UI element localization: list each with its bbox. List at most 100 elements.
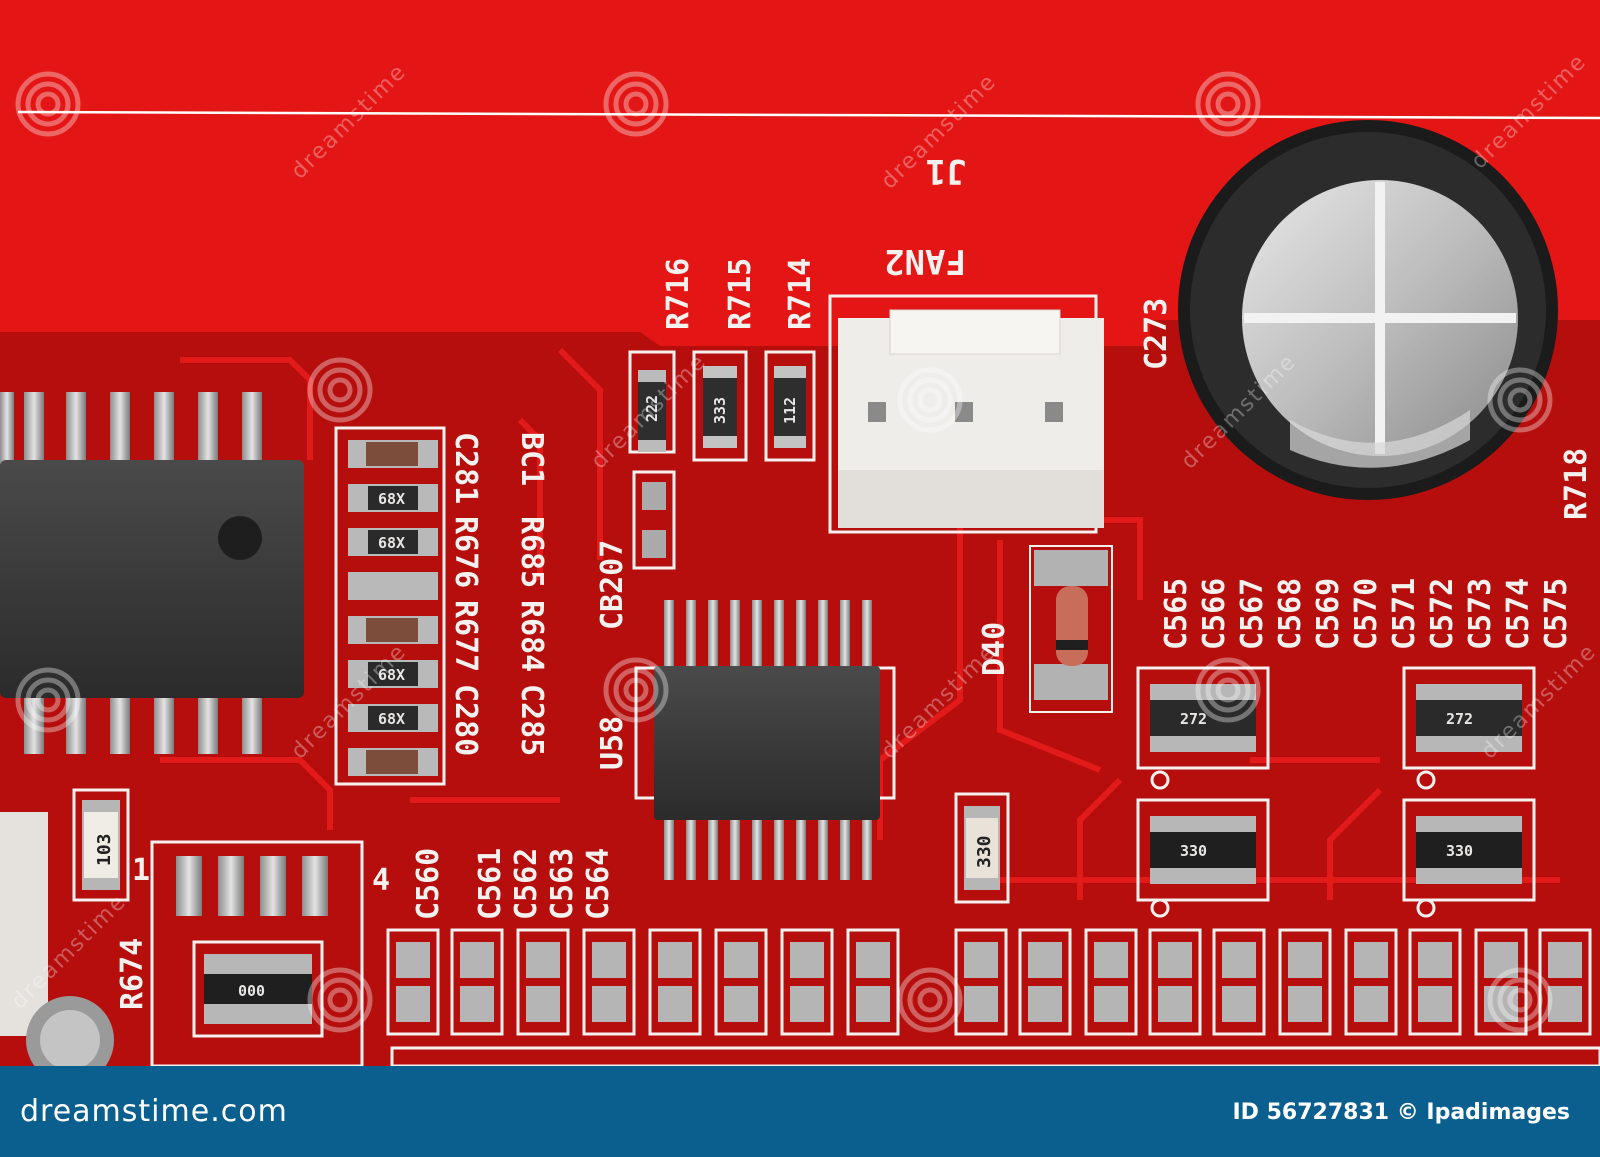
circuit-board-photo: J1 FAN2 R716 R715 R714 222 333 112: [0, 0, 1600, 1066]
watermark-spiral: [317, 367, 363, 413]
watermark-spiral: [25, 81, 71, 127]
watermark-spiral: [1497, 977, 1543, 1023]
svg-text:272: 272: [1180, 710, 1207, 728]
watermark-spiral: [1497, 377, 1543, 423]
svg-text:R685: R685: [514, 516, 549, 588]
solder-pad: [1158, 986, 1192, 1022]
svg-text:C569: C569: [1311, 578, 1346, 650]
watermark-spiral: [1215, 91, 1241, 117]
svg-text:C566: C566: [1197, 578, 1232, 650]
solder-pad: [1418, 986, 1452, 1022]
watermark-spiral: [35, 687, 61, 713]
label-r718: R718: [1559, 448, 1594, 520]
svg-text:C573: C573: [1463, 578, 1498, 650]
watermark-spiral: [1205, 81, 1251, 127]
u58-ic-chip: [634, 600, 896, 880]
cap-pad-outline: [582, 928, 636, 1036]
label-pin4: 4: [372, 863, 390, 898]
resistor-array-1: 272: [1136, 666, 1270, 770]
solder-pad: [790, 986, 824, 1022]
solder-pad: [658, 942, 692, 978]
watermark-spiral: [907, 377, 953, 423]
solder-pad: [1028, 942, 1062, 978]
cap-pad-outline: [386, 928, 440, 1036]
watermark-spiral: [613, 667, 659, 713]
solder-pad: [1354, 986, 1388, 1022]
resistor-330: 330: [954, 792, 1010, 904]
svg-text:C565: C565: [1159, 578, 1194, 650]
watermark-spiral: [307, 967, 373, 1033]
cap-pad-outline: [1474, 928, 1528, 1036]
watermark-spiral: [917, 387, 943, 413]
svg-text:C564: C564: [581, 848, 616, 920]
cap-pad-outline: [648, 928, 702, 1036]
cap-pad-outline: [1278, 928, 1332, 1036]
svg-text:68X: 68X: [378, 710, 405, 728]
label-r674: R674: [115, 938, 150, 1010]
left-ic-chip: [0, 392, 304, 754]
watermark-spiral: [1205, 667, 1251, 713]
svg-text:68X: 68X: [378, 490, 405, 508]
svg-text:333: 333: [711, 397, 729, 424]
watermark-spiral: [1487, 367, 1553, 433]
svg-text:C285: C285: [514, 684, 549, 756]
solder-pad: [396, 942, 430, 978]
solder-pad: [526, 942, 560, 978]
cap-pad-outline: [1408, 928, 1462, 1036]
svg-text:222: 222: [643, 395, 661, 422]
watermark-spiral: [1195, 71, 1261, 137]
solder-pad: [592, 986, 626, 1022]
via-dots: [1150, 770, 1436, 918]
resistor-array-2: 272: [1402, 666, 1536, 770]
cap-pad-outline: [1344, 928, 1398, 1036]
solder-pad: [1288, 942, 1322, 978]
svg-text:R684: R684: [514, 600, 549, 672]
svg-text:C574: C574: [1501, 578, 1536, 650]
pad-pair-cb207: [632, 470, 676, 570]
svg-text:C570: C570: [1349, 578, 1384, 650]
bottom-outline: [390, 1046, 1600, 1066]
watermark-spiral: [623, 677, 649, 703]
label-j1: J1: [926, 151, 967, 191]
solder-pad: [1158, 942, 1192, 978]
solder-pad: [1094, 942, 1128, 978]
svg-text:330: 330: [974, 835, 995, 868]
svg-text:000: 000: [238, 982, 265, 1000]
svg-text:C575: C575: [1539, 578, 1574, 650]
solder-pad: [658, 986, 692, 1022]
passive-column: 68X 68X 68X 68X: [334, 426, 446, 786]
solder-pad: [460, 942, 494, 978]
label-c273: C273: [1139, 298, 1174, 370]
solder-pad: [856, 986, 890, 1022]
svg-text:C560: C560: [411, 848, 446, 920]
solder-pad: [526, 986, 560, 1022]
svg-text:C280: C280: [448, 684, 483, 756]
svg-text:68X: 68X: [378, 666, 405, 684]
svg-text:272: 272: [1446, 710, 1473, 728]
cap-pad-outline: [516, 928, 570, 1036]
label-r714: R714: [783, 258, 818, 330]
solder-pad: [1354, 942, 1388, 978]
label-pin1: 1: [132, 853, 150, 888]
resistor-array-3: 330: [1136, 798, 1270, 902]
cap-pad-outline: [1212, 928, 1266, 1036]
electrolytic-capacitor: [1178, 120, 1558, 500]
svg-text:R676: R676: [448, 516, 483, 588]
left-column-labels: C281 R676 R677 C280 BC1 R685 R684 C285: [448, 432, 549, 756]
watermark-spiral: [917, 987, 943, 1013]
footer-logo[interactable]: dreamstime.com: [20, 1094, 288, 1129]
resistor-r715: 333: [692, 350, 748, 462]
svg-text:68X: 68X: [378, 534, 405, 552]
resistor-array-4: 330: [1402, 798, 1536, 902]
bottom-cap-labels: C560 C561 C562 C563 C564: [411, 848, 616, 920]
watermark-spiral: [317, 977, 363, 1023]
bottom-left-array: 000: [150, 840, 364, 1066]
solder-pad: [1222, 986, 1256, 1022]
svg-text:C281: C281: [448, 432, 483, 504]
watermark-spiral: [1487, 967, 1553, 1033]
solder-pad: [1222, 942, 1256, 978]
watermark-spiral: [307, 357, 373, 423]
left-edge-connector: [0, 812, 114, 1066]
svg-text:330: 330: [1180, 842, 1207, 860]
solder-pad: [964, 986, 998, 1022]
